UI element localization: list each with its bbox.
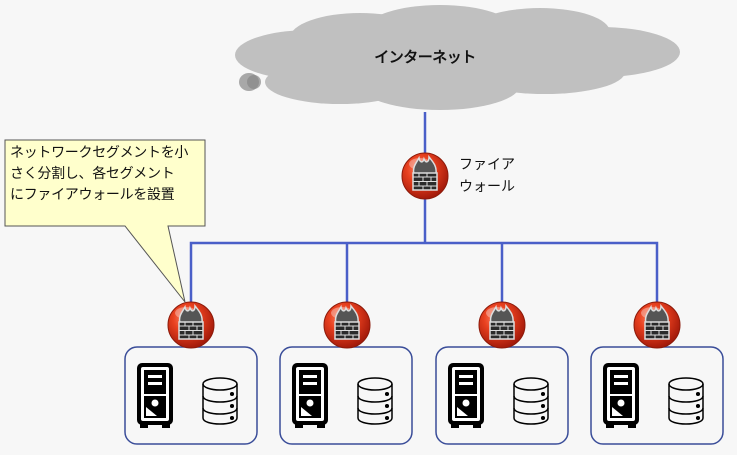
internet-cloud <box>235 5 680 110</box>
server-icon <box>137 363 173 428</box>
firewall-icon <box>323 301 371 349</box>
server-icon <box>292 363 328 428</box>
main-firewall-label-line1: ファイア <box>459 157 515 173</box>
callout-line2: さく分割し、各セグメント <box>10 166 175 182</box>
firewall-icon <box>478 301 526 349</box>
callout-box <box>4 139 206 303</box>
main-firewall-icon <box>401 152 449 200</box>
internet-label: インターネット <box>374 48 476 66</box>
main-firewall-label-line2: ウォール <box>459 179 515 195</box>
server-icon <box>603 363 639 428</box>
cloud-puff-icon <box>239 73 261 91</box>
callout-line1: ネットワークセグメントを小 <box>10 145 189 161</box>
callout-text: ネットワークセグメントを小 さく分割し、各セグメント にファイアウォールを設置 <box>10 143 206 206</box>
callout-line3: にファイアウォールを設置 <box>10 187 175 203</box>
firewall-icon <box>167 301 215 349</box>
server-icon <box>448 363 484 428</box>
firewall-icon <box>633 301 681 349</box>
network-lines <box>189 112 659 320</box>
main-firewall-label: ファイア ウォール <box>459 154 515 198</box>
